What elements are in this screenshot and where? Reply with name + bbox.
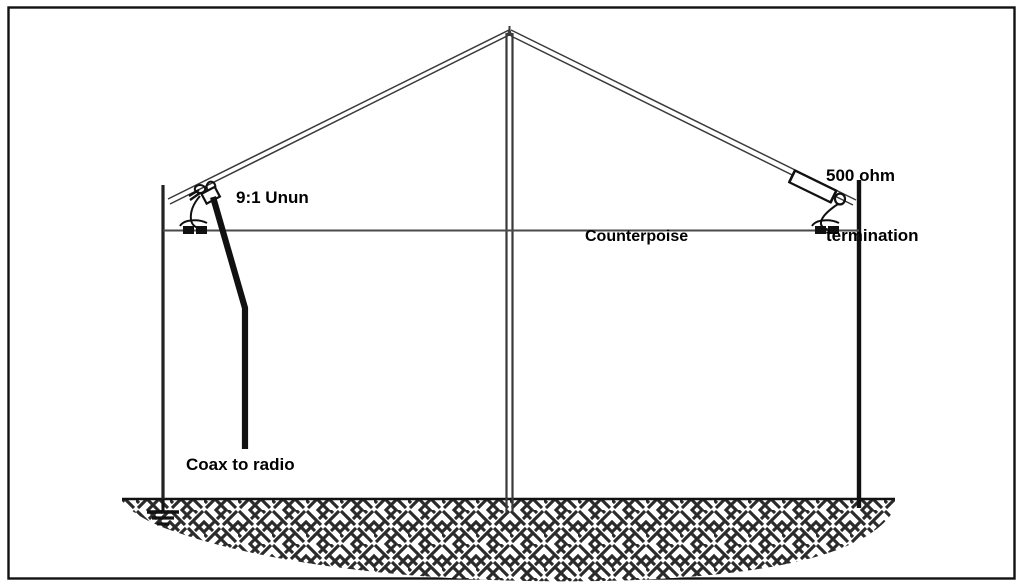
counterpoise-lug-left: [179, 219, 208, 234]
label-coax: Coax to radio: [186, 455, 295, 474]
label-unun: 9:1 Unun: [236, 188, 309, 207]
antenna-wire-left: [167, 29, 510, 205]
coax-feedline: [210, 196, 249, 449]
unun-ground-lead: [189, 195, 206, 231]
center-mast: [505, 26, 514, 512]
termination-ground-lead: [819, 203, 839, 231]
ground-region: [122, 497, 895, 582]
label-termination-line2: termination: [826, 226, 919, 246]
label-counterpoise: Counterpoise: [585, 228, 689, 245]
label-termination: 500 ohm termination: [826, 126, 919, 286]
label-termination-line1: 500 ohm: [826, 166, 895, 186]
counterpoise-lug-right: [811, 219, 840, 234]
termination-eyelet-icon: [833, 192, 847, 206]
earth-ground-symbol: [147, 499, 179, 526]
terminating-resistor-body: [787, 169, 838, 204]
termination-assembly: [787, 169, 847, 234]
unun-assembly: [179, 180, 222, 234]
